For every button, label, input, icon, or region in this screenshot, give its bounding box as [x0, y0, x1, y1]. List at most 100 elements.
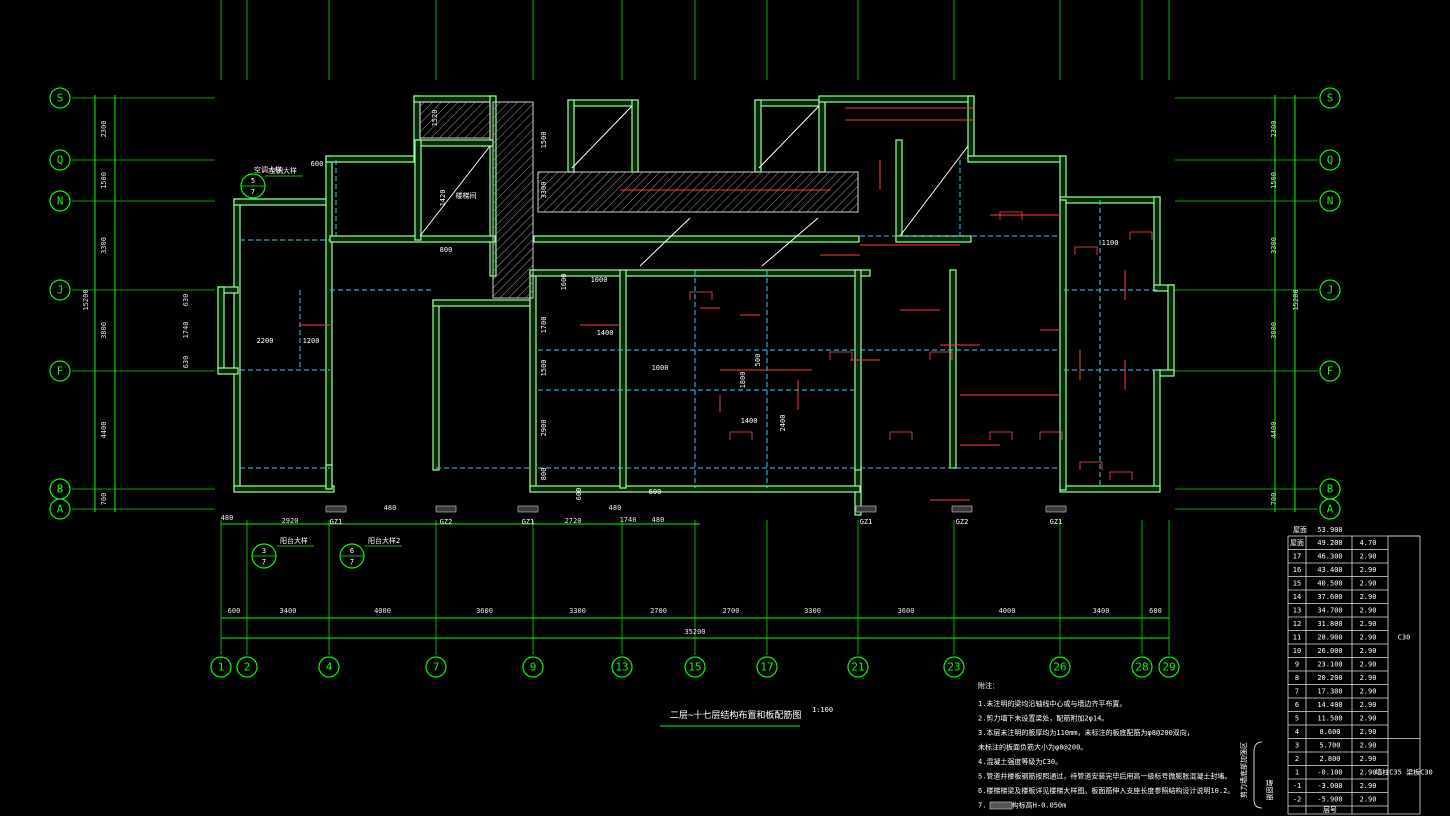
note-line-2: 3.本层未注明的板厚均为110mm，未标注的板底配筋为φ8@200双向，: [978, 728, 1194, 737]
axis-label-21: 21: [851, 661, 864, 674]
axis-bubble-right-Q: [1319, 149, 1341, 171]
table-height: 2.90: [1360, 647, 1377, 655]
axis-label-right-F: F: [1327, 365, 1334, 378]
axis-label-4: 4: [326, 661, 333, 674]
axis-label-29: 29: [1162, 661, 1175, 674]
note-line-5: 5.管道井楼板钢筋按照通过，待管道安装完毕后用高一级标号微膨胀混凝土封堵。: [978, 772, 1231, 781]
axis-label-right-N: N: [1327, 195, 1334, 208]
table-top-floor: 屋面: [1293, 526, 1307, 534]
table-floor: -2: [1293, 795, 1301, 803]
callout-label: 阳台大样2: [368, 536, 400, 545]
table-elev: 40.500: [1317, 579, 1342, 587]
table-grade-upper: C30: [1398, 633, 1411, 641]
axis-bubble-21: [847, 656, 869, 678]
table-height: 2.90: [1360, 755, 1377, 763]
rebar-bracket-8: [1109, 471, 1133, 480]
bottom-dim-8: 3600: [898, 607, 915, 615]
plan-label-10: 1400: [597, 329, 614, 337]
wall-N-mid: [533, 235, 860, 243]
table-floor: -1: [1293, 782, 1301, 790]
plan-label-19: 600: [575, 488, 583, 501]
right-dim-B: 700: [1270, 493, 1278, 506]
left-dim-B: 700: [100, 493, 108, 506]
table-floor: 17: [1293, 552, 1301, 560]
table-height: 2.90: [1360, 660, 1377, 668]
bottom-dim-9: 4000: [999, 607, 1016, 615]
axis-bubble-26: [1049, 656, 1071, 678]
table-elev: 8.600: [1319, 728, 1340, 736]
table-height: 2.90: [1360, 741, 1377, 749]
plan-label-17: 2900: [540, 420, 548, 437]
axis-bubble-right-A: [1319, 498, 1341, 520]
axis-bubble-2: [236, 656, 258, 678]
table-floor: 3: [1295, 741, 1299, 749]
table-elev: 14.400: [1317, 701, 1342, 709]
table-elev: 34.700: [1317, 606, 1342, 614]
axis-label-13: 13: [615, 661, 628, 674]
table-elev: 37.600: [1317, 593, 1342, 601]
wall-stair2-top: [754, 99, 826, 107]
wing-dim-0: 630: [182, 294, 190, 307]
stair-diagonal-4: [639, 217, 691, 267]
column-mark-2: [517, 505, 539, 513]
wall-21-up: [854, 269, 862, 471]
wall-r-bottom: [1059, 485, 1161, 493]
table-height: 2.90: [1360, 768, 1377, 776]
column-mark-1: [435, 505, 457, 513]
axis-label-28: 28: [1135, 661, 1148, 674]
axis-label-left-F: F: [57, 365, 64, 378]
table-floor: 6: [1295, 701, 1299, 709]
lower-dim-2: 480: [384, 504, 397, 512]
plan-label-1: 600: [311, 160, 324, 168]
table-elev: -0.100: [1317, 768, 1342, 776]
axis-label-left-Q: Q: [57, 154, 64, 167]
bottom-dim-3: 3600: [476, 607, 493, 615]
axis-label-left-N: N: [57, 195, 64, 208]
axis-label-left-J: J: [57, 284, 64, 297]
axis-bubble-4: [318, 656, 340, 678]
axis-bubble-right-F: [1319, 360, 1341, 382]
axis-label-right-A: A: [1327, 503, 1334, 516]
rebar-bracket-1: [729, 431, 753, 440]
table-elev: 46.300: [1317, 552, 1342, 560]
table-elev: 43.400: [1317, 566, 1342, 574]
plan-label-23: 1000: [652, 364, 669, 372]
table-floor: 10: [1293, 647, 1301, 655]
axis-bubble-9: [522, 656, 544, 678]
right-dim-S: 2300: [1270, 121, 1278, 138]
column-tag-1: GZ2: [440, 518, 453, 526]
slab-rebar: [300, 107, 1153, 501]
table-elev: -5.900: [1317, 795, 1342, 803]
callout-sheet: 7: [262, 558, 266, 566]
table-elev: 2.800: [1319, 755, 1340, 763]
column-tag-0: GZ1: [330, 518, 343, 526]
table-floor: 13: [1293, 606, 1301, 614]
wall-stair2-right: [818, 99, 826, 173]
axis-bubble-7: [425, 656, 447, 678]
wall-N-beam: [329, 235, 496, 243]
axis-label-7: 7: [433, 661, 440, 674]
table-height: 4.70: [1360, 539, 1377, 547]
axis-label-2: 2: [244, 661, 251, 674]
table-height: 2.90: [1360, 593, 1377, 601]
stair-diagonal-2: [419, 145, 491, 237]
plan-label-11: 1400: [741, 417, 758, 425]
table-height: 2.90: [1360, 633, 1377, 641]
wing-dim-2: 630: [182, 356, 190, 369]
stair-diagonal-1: [758, 105, 820, 169]
plan-label-4: 1520: [431, 110, 439, 127]
wall-axis4: [325, 155, 333, 490]
note-line-4: 4.混凝土强度等级为C30。: [978, 757, 1062, 766]
axis-bubble-29: [1158, 656, 1180, 678]
bottom-dim-11: 600: [1149, 607, 1162, 615]
plan-label-22: 1800: [739, 372, 747, 389]
wall-left-outer: [233, 198, 241, 490]
axis-bubble-left-A: [49, 498, 71, 520]
axis-label-right-Q: Q: [1327, 154, 1334, 167]
table-grade-lower: 墙柱C35 梁板C30: [1375, 767, 1433, 776]
rebar-bracket-11: [1074, 246, 1098, 255]
table-height: 2.90: [1360, 579, 1377, 587]
